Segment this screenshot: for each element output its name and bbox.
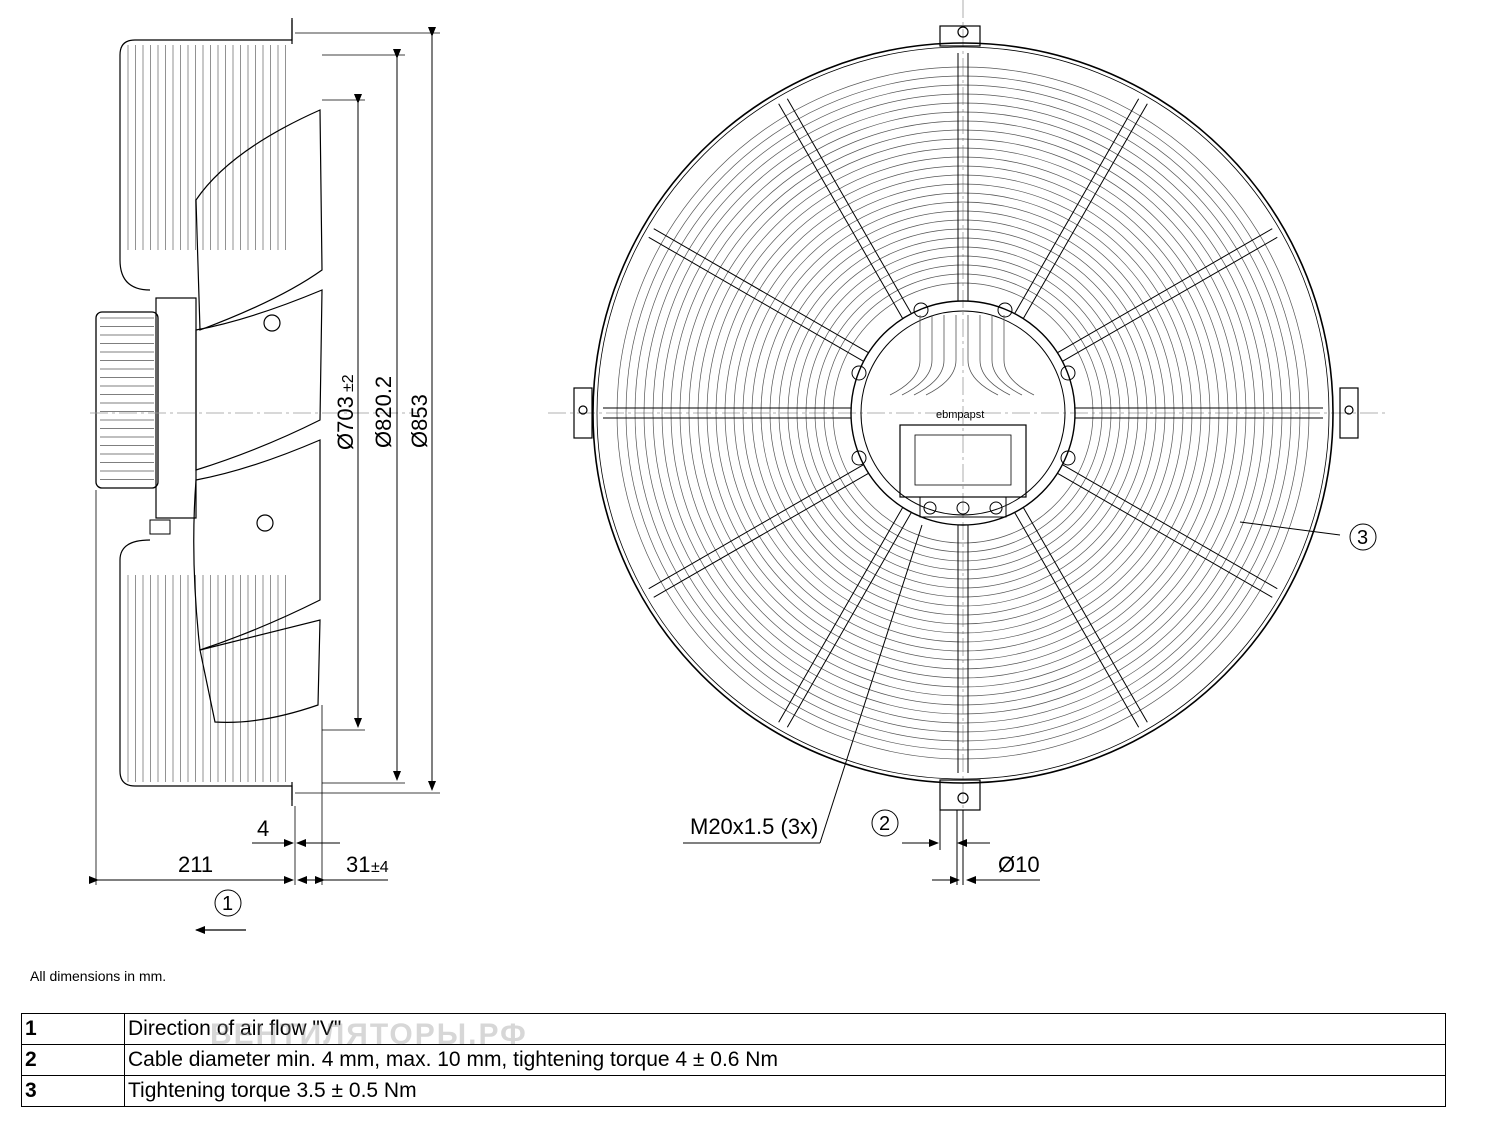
motor-hub [850, 300, 1076, 526]
dim-31-tolerance: ±4 [371, 859, 389, 876]
units-note: All dimensions in mm. [30, 968, 167, 984]
dim-d10-label: Ø10 [998, 852, 1040, 877]
legend-number: 3 [21, 1075, 125, 1107]
legend-row: 3 Tightening torque 3.5 ± 0.5 Nm [21, 1075, 1446, 1107]
dim-d703-label: Ø703 [333, 396, 358, 450]
dim-d703-tolerance: ±2 [340, 374, 357, 392]
side-guard-rings [127, 45, 286, 782]
side-guard-frame [119, 18, 293, 806]
technical-drawing: Ø703 ±2 Ø820.2 Ø853 4 211 31 ±4 1 [89, 0, 1385, 934]
callout-3-label: 3 [1357, 527, 1368, 549]
side-blades [193, 109, 323, 723]
legend-text: Direction of air flow "V" [124, 1013, 1446, 1045]
front-guard-rings [616, 66, 1310, 760]
front-leaders [683, 521, 1377, 885]
brand-logo-text: ebmpapst [936, 409, 984, 421]
horizontal-dimensions [89, 839, 388, 884]
legend-row: 1 Direction of air flow "V" [21, 1013, 1446, 1045]
mounting-tabs [573, 25, 1359, 811]
dim-d820-label: Ø820.2 [371, 376, 396, 448]
legend-text: Cable diameter min. 4 mm, max. 10 mm, ti… [124, 1044, 1446, 1076]
extension-lines [95, 32, 440, 885]
front-guard-spokes [603, 53, 1323, 773]
legend-text: Tightening torque 3.5 ± 0.5 Nm [124, 1075, 1446, 1107]
legend-row: 2 Cable diameter min. 4 mm, max. 10 mm, … [21, 1044, 1446, 1076]
dim-31-label: 31 [346, 852, 370, 877]
legend-table: 1 Direction of air flow "V" 2 Cable diam… [21, 1013, 1446, 1107]
m20-thread-label: M20x1.5 (3x) [690, 814, 818, 839]
legend-number: 2 [21, 1044, 125, 1076]
dim-d853-label: Ø853 [407, 394, 432, 448]
outer-housing-ring [592, 42, 1334, 784]
side-view [89, 18, 440, 934]
motor-body [95, 297, 197, 535]
dim-4-label: 4 [257, 816, 269, 841]
legend-number: 1 [21, 1013, 125, 1045]
dim-211-label: 211 [178, 852, 213, 877]
front-view [548, 0, 1385, 885]
callout-1-label: 1 [222, 893, 233, 915]
vertical-dimensions [354, 27, 436, 791]
callout-2-label: 2 [879, 813, 890, 835]
